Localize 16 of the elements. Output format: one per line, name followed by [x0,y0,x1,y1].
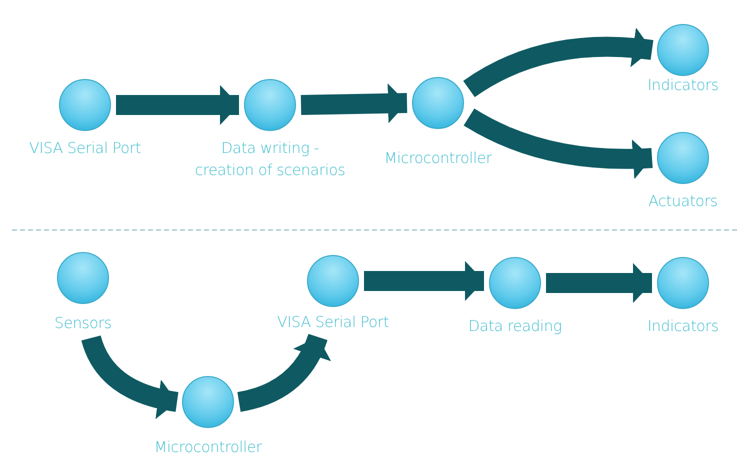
node-label: Microcontroller [154,437,262,458]
node-label: Microcontroller [384,148,492,169]
node-label: Data writing - creation of scenarios [194,138,346,181]
arrow [364,261,484,301]
node-label: Indicators [647,316,719,337]
arrow [116,85,239,125]
node-label: VISA Serial Port [29,138,141,159]
arrow [546,263,652,303]
node-label: Data reading [468,316,562,337]
node-label: Indicators [647,75,719,96]
arrow [300,83,408,124]
arrow [463,28,654,98]
node-label: VISA Serial Port [277,312,389,333]
node-label: Sensors [54,313,112,334]
node-label: Actuators [648,191,718,212]
arrow [464,108,652,179]
